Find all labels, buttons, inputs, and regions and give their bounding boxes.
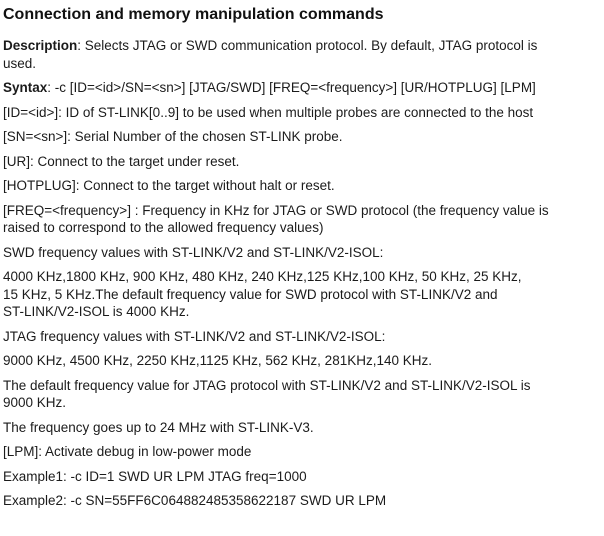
stlink-v3-freq-paragraph: The frequency goes up to 24 MHz with ST-… (3, 419, 602, 437)
example2-text: Example2: -c SN=55FF6C064882485358622187… (3, 493, 387, 508)
param-sn-text: [SN=<sn>]: Serial Number of the chosen S… (3, 129, 343, 144)
syntax-text: : -c [ID=<id>/SN=<sn>] [JTAG/SWD] [FREQ=… (47, 80, 536, 95)
jtag-freq-heading-text: JTAG frequency values with ST-LINK/V2 an… (3, 328, 386, 344)
jtag-freq-values-text: 9000 KHz, 4500 KHz, 2250 KHz,1125 KHz, 5… (3, 353, 432, 368)
param-id-text: [ID=<id>]: ID of ST-LINK[0..9] to be use… (3, 104, 534, 120)
param-hotplug-paragraph: [HOTPLUG]: Connect to the target without… (3, 177, 602, 195)
param-lpm-paragraph: [LPM]: Activate debug in low-power mode (3, 443, 602, 461)
param-sn-paragraph: [SN=<sn>]: Serial Number of the chosen S… (3, 128, 602, 146)
swd-freq-heading-paragraph: SWD frequency values with ST-LINK/V2 and… (3, 244, 602, 262)
swd-freq-values-text: 4000 KHz,1800 KHz, 900 KHz, 480 KHz, 240… (3, 269, 522, 319)
param-freq-text: [FREQ=<frequency>] : Frequency in KHz fo… (3, 202, 549, 236)
description-lead: Description (3, 38, 78, 53)
swd-freq-heading-text: SWD frequency values with ST-LINK/V2 and… (3, 244, 384, 260)
description-paragraph: Description: Selects JTAG or SWD communi… (3, 37, 602, 72)
jtag-freq-values-paragraph: 9000 KHz, 4500 KHz, 2250 KHz,1125 KHz, 5… (3, 352, 602, 370)
jtag-freq-heading-paragraph: JTAG frequency values with ST-LINK/V2 an… (3, 328, 602, 346)
example1-paragraph: Example1: -c ID=1 SWD UR LPM JTAG freq=1… (3, 468, 602, 486)
stlink-v3-freq-text: The frequency goes up to 24 MHz with ST-… (3, 419, 314, 435)
swd-freq-values-paragraph: 4000 KHz,1800 KHz, 900 KHz, 480 KHz, 240… (3, 268, 602, 321)
jtag-default-freq-text: The default frequency value for JTAG pro… (3, 377, 531, 411)
example1-text: Example1: -c ID=1 SWD UR LPM JTAG freq=1… (3, 468, 307, 484)
jtag-default-freq-paragraph: The default frequency value for JTAG pro… (3, 377, 602, 412)
param-ur-paragraph: [UR]: Connect to the target under reset. (3, 153, 602, 171)
param-id-paragraph: [ID=<id>]: ID of ST-LINK[0..9] to be use… (3, 104, 602, 122)
page-title: Connection and memory manipulation comma… (3, 6, 384, 23)
syntax-paragraph: Syntax: -c [ID=<id>/SN=<sn>] [JTAG/SWD] … (3, 79, 602, 97)
description-text: : Selects JTAG or SWD communication prot… (3, 38, 538, 71)
syntax-lead: Syntax (3, 80, 48, 95)
param-freq-paragraph: [FREQ=<frequency>] : Frequency in KHz fo… (3, 202, 602, 237)
example2-paragraph: Example2: -c SN=55FF6C064882485358622187… (3, 492, 602, 510)
param-lpm-text: [LPM]: Activate debug in low-power mode (3, 444, 252, 459)
param-hotplug-text: [HOTPLUG]: Connect to the target without… (3, 178, 335, 193)
param-ur-text: [UR]: Connect to the target under reset. (3, 153, 240, 169)
